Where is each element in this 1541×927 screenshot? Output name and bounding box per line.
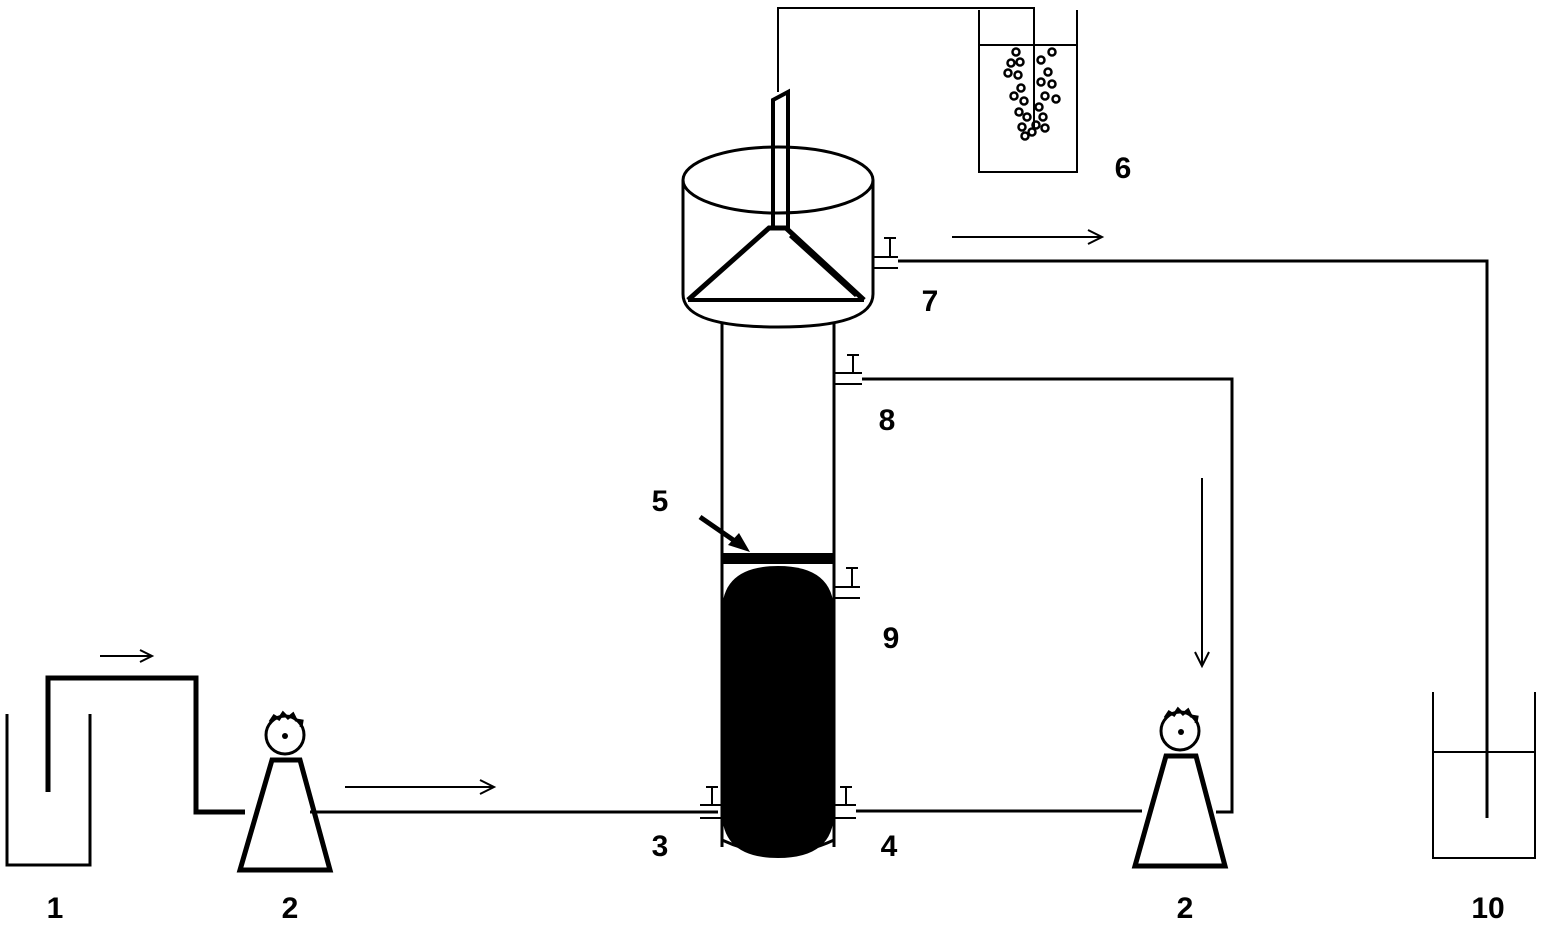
valve-inlet [700,786,722,819]
label-sludge-port: 9 [883,622,900,655]
valve-recycle-in [834,786,856,819]
feed-pipe [45,675,245,815]
valve-recycle-out [834,354,862,385]
label-separator-plate: 5 [652,485,669,518]
label-feed-tank: 1 [47,892,64,925]
gas-collector [978,10,1078,173]
gas-riser [771,88,790,230]
effluent-line [898,259,1489,818]
label-settler-outlet: 7 [922,285,939,318]
effluent-tank [1432,692,1536,859]
settler [681,145,875,329]
arrow-feed [100,649,155,663]
pump-left [236,710,334,873]
sludge-bed [722,566,834,858]
arrow-recycle [1194,478,1210,669]
arrow-pointer-5 [698,514,750,552]
gas-bubbles [1003,47,1061,141]
valve-settler-outlet [873,237,898,269]
gas-hood [686,7,1035,302]
valve-sludge [834,567,860,599]
arrow-effluent [952,229,1105,245]
recycle-line-down [862,377,1234,814]
separator-plate [722,553,834,564]
feed-tank [5,675,245,867]
label-pump-left: 2 [282,892,299,925]
pump-right [1131,706,1229,869]
arrow-inlet [345,779,497,795]
gas-line [777,7,1035,130]
label-recycle-port: 4 [881,830,898,863]
label-inlet-port: 3 [652,830,669,863]
label-gas-collector: 6 [1115,152,1132,185]
label-recycle-take-off: 8 [879,404,896,437]
label-pump-right: 2 [1177,892,1194,925]
label-effluent-tank: 10 [1471,892,1504,925]
reactor-column [720,322,836,858]
